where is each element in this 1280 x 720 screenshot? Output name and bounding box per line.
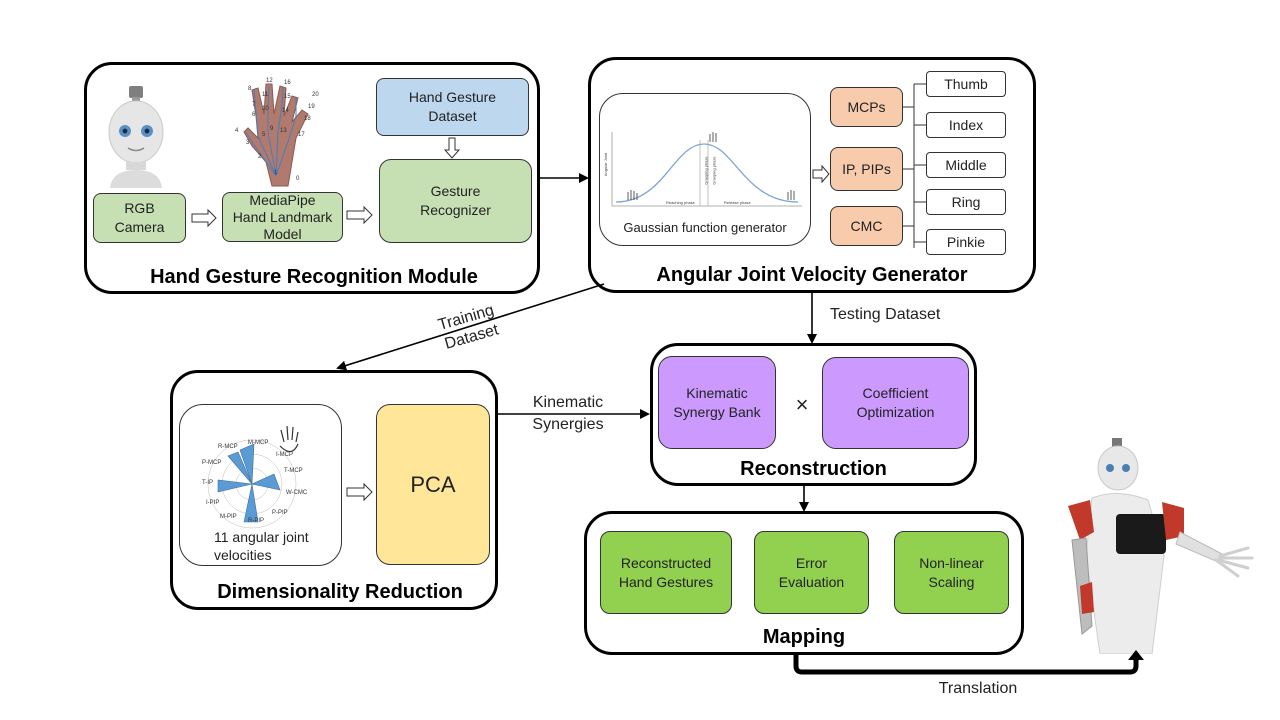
translation-arrow	[793, 655, 1139, 675]
landmark-number: 12	[266, 78, 273, 84]
hollow-arrows	[191, 137, 830, 502]
finger-index-box: Index	[926, 112, 1006, 138]
hand-gesture-dataset-box: Hand Gesture Dataset	[376, 78, 529, 136]
mapping-title: Mapping	[762, 626, 846, 648]
plot-phase-label: Reaching phase	[666, 200, 695, 205]
landmark-number: 6	[252, 112, 256, 118]
radar-label: T-IP	[202, 480, 214, 486]
landmark-number: 0	[296, 176, 300, 182]
finger-thumb-box: Thumb	[926, 71, 1006, 97]
landmark-number: 11	[262, 92, 269, 98]
landmark-number: 1	[274, 170, 278, 176]
hollow-arrow	[346, 482, 373, 502]
landmark-number: 13	[280, 128, 287, 134]
landmark-number: 14	[282, 108, 289, 114]
landmark-number: 19	[308, 104, 315, 110]
landmark-number: 3	[246, 140, 250, 146]
cmc-box: CMC	[830, 206, 903, 246]
radar-label: M-PIP	[220, 514, 237, 520]
non-linear-scaling-box: Non-linear Scaling	[894, 531, 1009, 614]
hand-icon	[279, 425, 299, 453]
training-dataset-arrow	[336, 283, 605, 371]
plot-phase-label: Release phase	[724, 200, 751, 205]
landmark-number: 2	[258, 154, 262, 160]
radar-label: T-MCP	[284, 468, 303, 474]
hand-gesture-recognition-title: Hand Gesture Recognition Module	[150, 266, 478, 288]
mcps-box: MCPs	[830, 87, 903, 127]
radar-label: I-MCP	[276, 452, 293, 458]
reconstruction-title: Reconstruction	[740, 458, 887, 480]
kinematic-synergy-bank-box: Kinematic Synergy Bank	[658, 356, 776, 449]
gaussian-function-panel	[599, 93, 811, 246]
radar-label: M-MCP	[248, 440, 269, 446]
kinematic-synergies-label: Kinematic Synergies	[532, 394, 604, 433]
pca-box: PCA	[376, 404, 490, 565]
landmark-number: 20	[312, 92, 319, 98]
radar-label: P-PIP	[272, 510, 288, 516]
landmark-number: 4	[235, 128, 239, 134]
gaussian-plot-labels: Angular Joint Reaching phase Grasping ph…	[603, 128, 806, 212]
ip-pips-box: IP, PIPs	[830, 147, 903, 191]
landmark-number: 15	[284, 94, 291, 100]
landmark-number: 9	[270, 126, 274, 132]
landmark-number: 16	[284, 80, 291, 86]
joint-connectors	[903, 83, 926, 248]
radar-label: R-PIP	[248, 518, 265, 524]
dimensionality-reduction-title: Dimensionality Reduction	[217, 581, 463, 603]
translation-arrowhead	[1128, 650, 1144, 660]
robot-head-image	[104, 84, 168, 188]
angular-joint-velocity-generator-title: Angular Joint Velocity Generator	[656, 264, 968, 286]
landmark-number: 7	[252, 102, 256, 108]
error-evaluation-box: Error Evaluation	[754, 531, 869, 614]
hand-landmark-image	[232, 76, 322, 188]
robot-image	[1052, 436, 1264, 655]
landmark-number: 17	[298, 132, 305, 138]
coefficient-optimization-box: Coefficient Optimization	[822, 357, 969, 449]
hollow-arrow	[812, 164, 830, 184]
reconstructed-hand-gestures-box: Reconstructed Hand Gestures	[600, 531, 732, 614]
radar-label: R-MCP	[218, 444, 238, 450]
gaussian-plot	[604, 128, 806, 212]
landmark-number: 18	[304, 116, 311, 122]
radar-caption: 11 angular joint velocities	[214, 529, 309, 563]
finger-ring-box: Ring	[926, 189, 1006, 215]
finger-pinkie-box: Pinkie	[926, 229, 1006, 255]
testing-dataset-label: Testing Dataset	[830, 306, 941, 323]
hand-landmark-numbers: 0 1 2 3 4 5 6 7 8 9 10 11 12 13 14 15 16…	[232, 76, 322, 188]
rgb-camera-box: RGB Camera	[93, 193, 186, 243]
hollow-arrow	[191, 208, 217, 228]
landmark-number: 5	[262, 132, 266, 138]
landmark-number: 8	[248, 86, 252, 92]
hollow-arrow	[346, 205, 373, 225]
radar-labels: M-MCP I-MCP T-MCP W-CMC P-PIP R-PIP M-PI…	[194, 410, 324, 534]
hollow-arrow	[443, 137, 461, 159]
radar-label: W-CMC	[286, 490, 308, 496]
radar-chart	[194, 410, 324, 534]
radar-label: I-PIP	[206, 500, 220, 506]
gesture-recognizer-box: Gesture Recognizer	[379, 159, 532, 243]
landmark-number: 10	[262, 106, 269, 112]
translation-label: Translation	[938, 680, 1018, 697]
hand-icon	[627, 132, 795, 200]
finger-middle-box: Middle	[926, 152, 1006, 178]
gaussian-caption: Gaussian function generator	[623, 220, 787, 235]
mediapipe-box: MediaPipe Hand Landmark Model	[222, 192, 343, 242]
multiply-sign: ×	[795, 392, 809, 417]
radar-label: P-MCP	[202, 460, 222, 466]
